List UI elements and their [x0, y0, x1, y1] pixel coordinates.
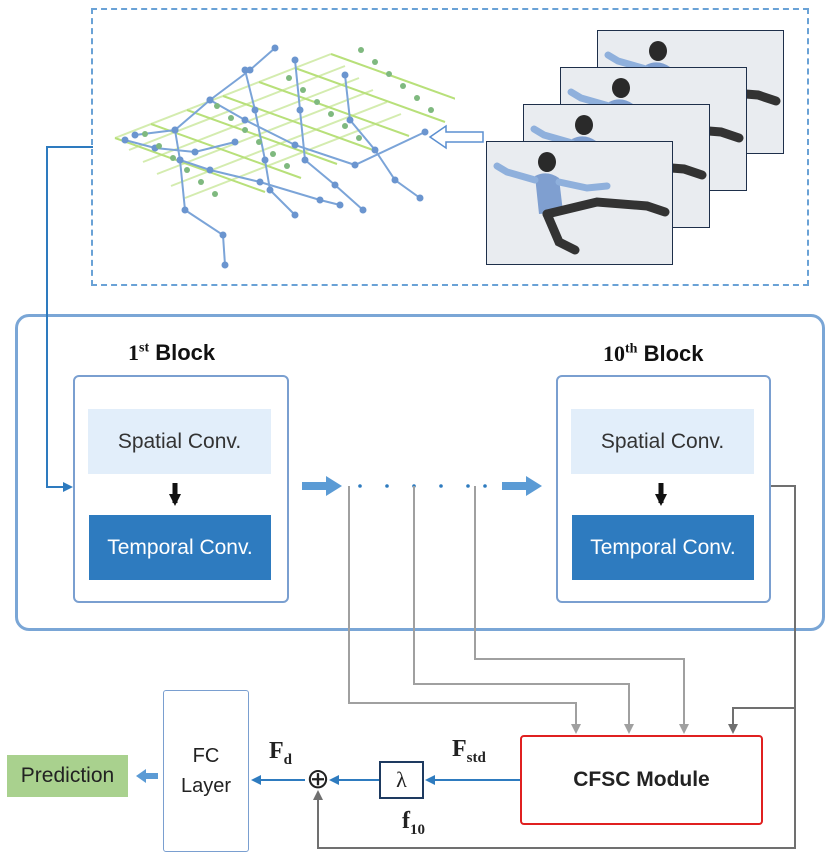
f10-label: f10: [402, 808, 425, 838]
st-gcn-backbone: [15, 314, 825, 631]
skeleton-graph: [114, 44, 455, 269]
fc-layer: FC Layer: [163, 690, 249, 852]
fd-label: Fd: [269, 738, 293, 768]
block1-title: 1st Block: [128, 340, 216, 365]
video-frame: [486, 141, 673, 265]
tap-line-2: [413, 486, 634, 734]
block-dots: [358, 484, 487, 488]
block1-spatial-conv: Spatial Conv.: [88, 409, 271, 474]
block1-temporal-conv: Temporal Conv.: [89, 515, 271, 580]
block10-title: 10th Block: [603, 341, 704, 366]
skater-figure: [487, 142, 672, 264]
block10-output-line: [313, 485, 796, 849]
block10-spatial-conv: Spatial Conv.: [571, 409, 754, 474]
plus-symbol: ⊕: [306, 763, 330, 794]
tap-line-3: [474, 486, 689, 734]
prediction-box: Prediction: [7, 755, 128, 797]
block10-temporal-conv: Temporal Conv.: [572, 515, 754, 580]
lambda-box: λ: [379, 761, 424, 799]
cfsc-module: CFSC Module: [520, 735, 763, 825]
tap-line-1: [348, 486, 581, 734]
fstd-label: Fstd: [452, 736, 486, 766]
input-feed-line: [46, 146, 93, 492]
block10-to-cfsc-line: [728, 707, 795, 734]
hollow-left-arrow: [428, 124, 484, 150]
